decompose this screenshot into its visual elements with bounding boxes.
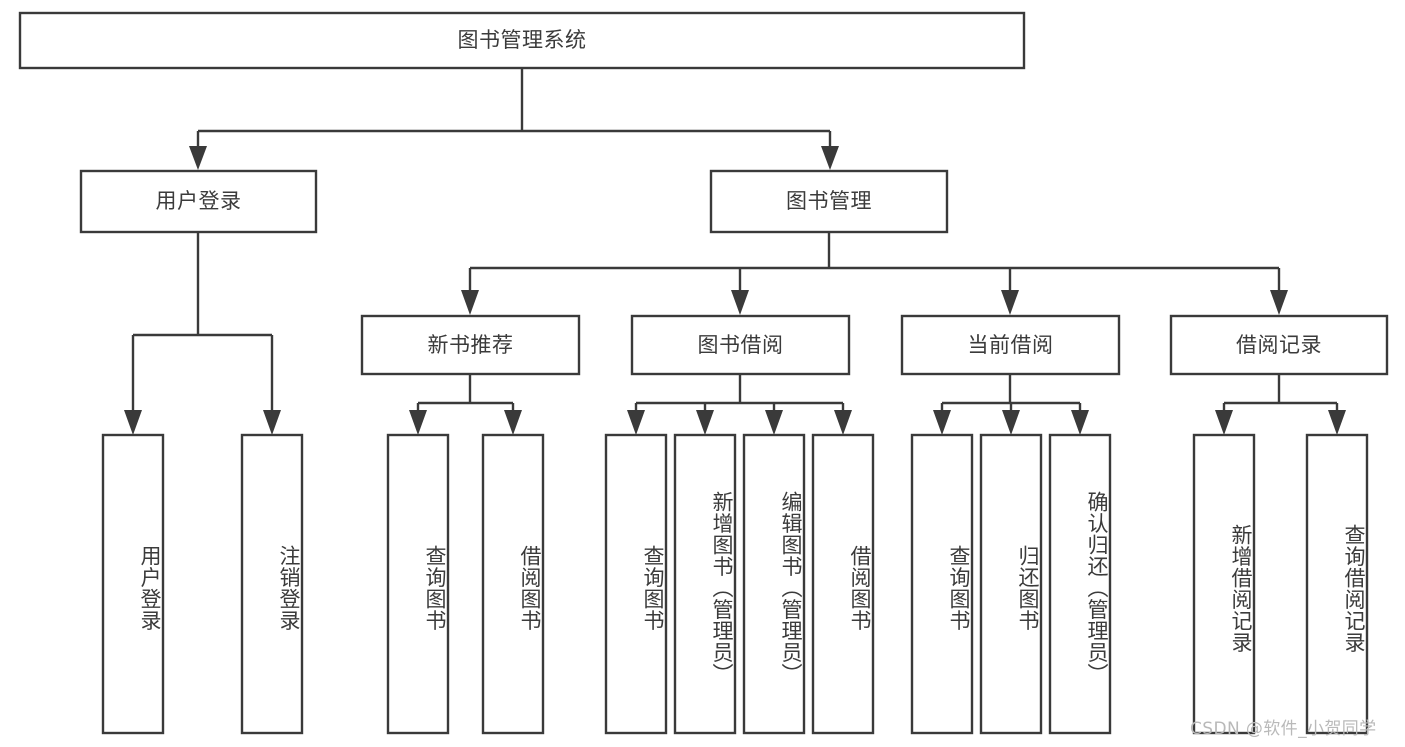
arrowhead-root-to-book-manage — [821, 146, 839, 170]
node-book-manage-box[interactable] — [709, 169, 949, 234]
arrowhead-bb-leaf-3 — [765, 410, 783, 435]
node-new-book-recommend-box[interactable] — [360, 314, 581, 376]
csdn-watermark: CSDN @软件_小贺同学 — [1190, 719, 1377, 739]
arrowhead-cb-leaf-2 — [1002, 410, 1020, 435]
leaf-box-br-2[interactable] — [1305, 433, 1369, 735]
arrowhead-nbr-leaf-2 — [504, 410, 522, 435]
arrowhead-root-to-user-login — [189, 146, 207, 170]
arrowhead-to-new-book-recommend — [461, 290, 479, 315]
leaf-box-bb-1[interactable] — [604, 433, 668, 735]
leaf-box-cb-1[interactable] — [910, 433, 974, 735]
arrowhead-user-login-leaf-2 — [263, 410, 281, 435]
leaf-box-bb-2[interactable] — [673, 433, 737, 735]
arrowhead-to-borrow-record — [1270, 290, 1288, 315]
node-borrow-record-box[interactable] — [1169, 314, 1389, 376]
arrowhead-cb-leaf-1 — [933, 410, 951, 435]
leaf-box-br-1[interactable] — [1192, 433, 1256, 735]
arrowhead-cb-leaf-3 — [1071, 410, 1089, 435]
arrowhead-bb-leaf-2 — [696, 410, 714, 435]
arrowhead-nbr-leaf-1 — [409, 410, 427, 435]
arrowhead-to-current-borrow — [1001, 290, 1019, 315]
leaf-box-cb-3[interactable] — [1048, 433, 1112, 735]
leaf-box-bb-3[interactable] — [742, 433, 806, 735]
node-current-borrow-box[interactable] — [900, 314, 1121, 376]
arrowhead-to-book-borrow — [731, 290, 749, 315]
arrowhead-bb-leaf-1 — [627, 410, 645, 435]
leaf-box-user-login-1[interactable] — [101, 433, 165, 735]
arrowhead-bb-leaf-4 — [834, 410, 852, 435]
leaf-box-bb-4[interactable] — [811, 433, 875, 735]
arrowhead-user-login-leaf-1 — [124, 410, 142, 435]
arrowhead-br-leaf-2 — [1328, 410, 1346, 435]
node-book-borrow-box[interactable] — [630, 314, 851, 376]
arrowhead-br-leaf-1 — [1215, 410, 1233, 435]
node-root-box[interactable] — [18, 11, 1026, 70]
leaf-box-nbr-1[interactable] — [386, 433, 450, 735]
leaf-box-user-login-2[interactable] — [240, 433, 304, 735]
leaf-box-nbr-2[interactable] — [481, 433, 545, 735]
leaf-box-cb-2[interactable] — [979, 433, 1043, 735]
node-user-login-box[interactable] — [79, 169, 318, 234]
